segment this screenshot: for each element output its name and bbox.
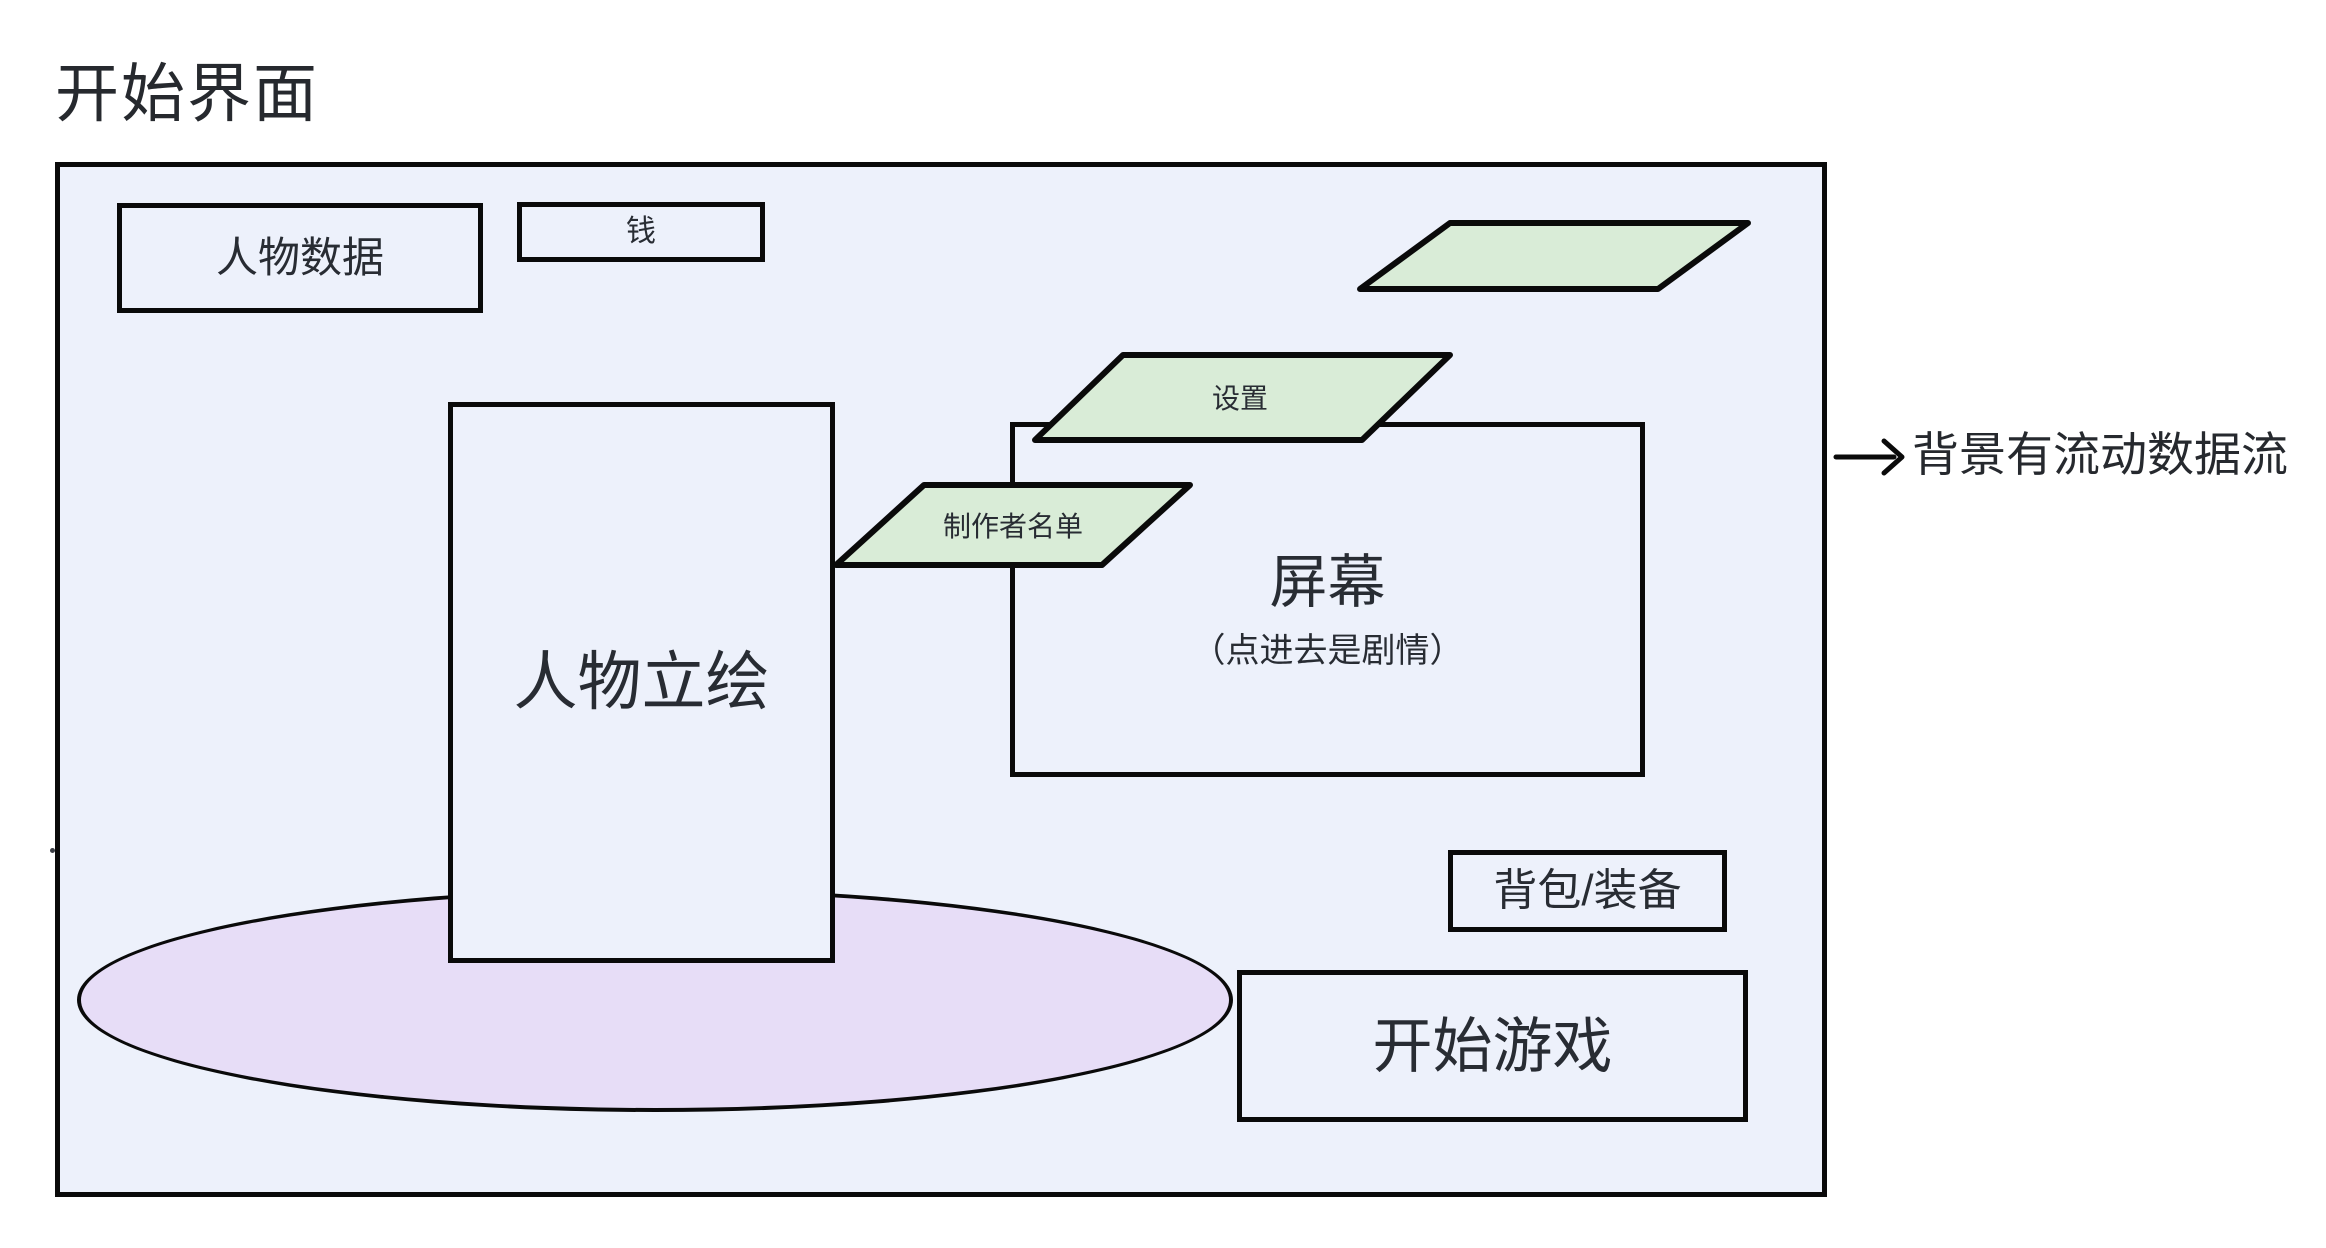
background-note-arrow xyxy=(1833,438,1905,476)
screen-label: 屏幕 xyxy=(1269,549,1386,615)
screen-box: 屏幕 （点进去是剧情） xyxy=(1010,422,1645,777)
character-portrait-label: 人物立绘 xyxy=(513,645,770,718)
money-label: 钱 xyxy=(626,214,656,248)
credits-label: 制作者名单 xyxy=(942,511,1083,542)
character-data-box: 人物数据 xyxy=(117,203,483,313)
start-game-label: 开始游戏 xyxy=(1372,1012,1613,1080)
character-data-label: 人物数据 xyxy=(215,233,384,281)
settings-label: 设置 xyxy=(1211,383,1268,414)
background-note-text: 背景有流动数据流 xyxy=(1912,428,2288,481)
page-title: 开始界面 xyxy=(55,58,319,130)
backpack-equipment-label: 背包/装备 xyxy=(1493,865,1682,915)
backpack-equipment-box: 背包/装备 xyxy=(1448,850,1727,932)
screen-sublabel: （点进去是剧情） xyxy=(1191,632,1464,671)
character-portrait-box: 人物立绘 xyxy=(448,402,835,963)
start-game-box: 开始游戏 xyxy=(1237,970,1748,1122)
stray-mark xyxy=(50,848,55,853)
money-box: 钱 xyxy=(517,202,765,262)
